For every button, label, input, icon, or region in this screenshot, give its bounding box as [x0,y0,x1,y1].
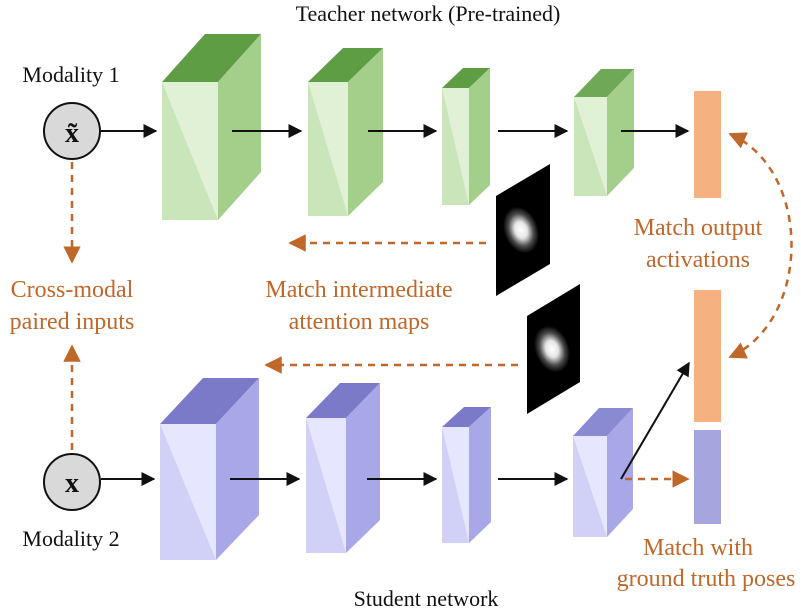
student-block-1 [160,378,259,560]
teacher-block-1 [162,34,261,220]
modality-2-input-node: x [43,453,101,511]
cross-modal-label-line1: Cross-modal [11,277,134,303]
student-block-4 [573,408,633,537]
intermediate-label-line2: attention maps [289,309,430,335]
modality-2-symbol: x [65,468,79,499]
teacher-attention-map [496,164,550,296]
teacher-output-activation [694,91,721,198]
student-block-2 [306,383,380,553]
ground-truth-label-line2: ground truth poses [617,566,796,592]
intermediate-label-line1: Match intermediate [265,277,452,303]
cross-modal-label-line2: paired inputs [10,309,135,335]
output-match-arrow [728,132,793,359]
student-block-3 [442,407,491,543]
student-arrow-output [620,361,690,480]
teacher-network-title: Teacher network (Pre-trained) [296,1,561,26]
modality-1-label: Modality 1 [22,62,119,87]
modality-1-input-node: x̃ [43,102,101,160]
modality-2-label: Modality 2 [22,526,119,551]
modality-1-symbol: x̃ [65,118,79,149]
output-label-line2: activations [646,247,750,273]
student-output-activation [694,290,721,422]
ground-truth-label-line1: Match with [643,535,753,561]
student-network-title: Student network [354,586,499,608]
ground-truth-pose [694,430,721,524]
teacher-block-2 [308,48,383,216]
teacher-block-4 [574,69,634,196]
student-attention-map [527,284,580,414]
output-label-line1: Match output [634,215,763,241]
teacher-block-3 [442,68,490,205]
